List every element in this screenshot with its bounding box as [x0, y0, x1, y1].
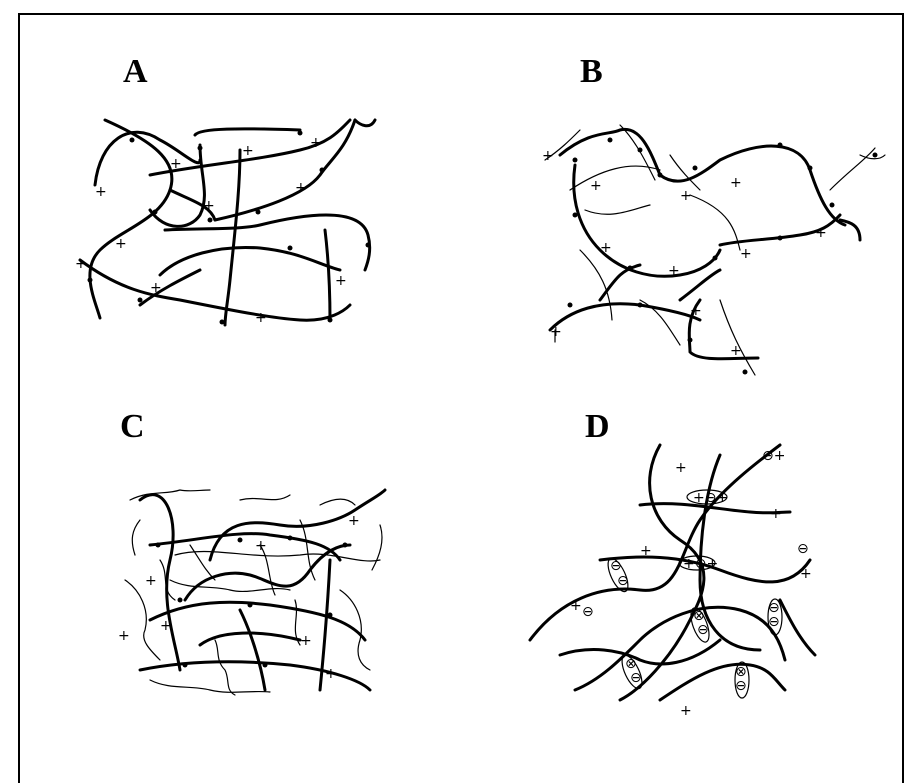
svg-text:+: +: [640, 543, 652, 559]
svg-text:+: +: [542, 148, 554, 164]
svg-text:+: +: [690, 303, 702, 319]
svg-text:⊖: ⊖: [617, 573, 629, 589]
svg-text:+: +: [550, 324, 562, 340]
svg-text:+: +: [255, 310, 267, 326]
svg-text:⊖: ⊖: [582, 604, 594, 620]
network-d: + + + + + + ⊖+ ⊖ ⊖ +⊖+ +⊖+ ⊖ ⊖ ⊗ ⊖ ⊖ ⊖ ⊗…: [530, 445, 815, 719]
svg-text:+: +: [160, 618, 172, 634]
svg-text:⊖: ⊖: [797, 541, 809, 557]
svg-text:+: +: [600, 240, 612, 256]
svg-text:+: +: [730, 343, 742, 359]
svg-text:+⊖+: +⊖+: [683, 556, 718, 572]
svg-text:+: +: [680, 703, 692, 719]
svg-text:+: +: [815, 225, 827, 241]
network-b: + + + + + + + + + + +: [542, 125, 885, 375]
svg-text:+: +: [150, 280, 162, 296]
svg-text:+: +: [800, 566, 812, 582]
network-c: + + + + + + +: [118, 490, 385, 695]
network-a: + + + + + + + + + + +: [75, 120, 375, 326]
svg-text:+: +: [255, 538, 267, 554]
svg-text:+: +: [675, 460, 687, 476]
svg-text:⊖+: ⊖+: [762, 448, 785, 464]
svg-text:+: +: [310, 135, 322, 151]
svg-text:⊖: ⊖: [768, 614, 780, 630]
svg-text:+: +: [325, 666, 337, 682]
svg-text:+: +: [335, 273, 347, 289]
svg-text:+: +: [75, 256, 87, 272]
svg-text:+⊖+: +⊖+: [693, 490, 728, 506]
svg-text:+: +: [95, 184, 107, 200]
svg-text:+: +: [145, 573, 157, 589]
svg-text:+: +: [203, 198, 215, 214]
svg-text:+: +: [590, 178, 602, 194]
svg-text:+: +: [770, 506, 782, 522]
svg-text:+: +: [115, 236, 127, 252]
svg-text:+: +: [118, 628, 130, 644]
svg-text:+: +: [740, 246, 752, 262]
svg-text:+: +: [300, 633, 312, 649]
svg-text:+: +: [295, 180, 307, 196]
svg-text:⊖: ⊖: [697, 622, 709, 638]
svg-text:+: +: [348, 513, 360, 529]
svg-text:+: +: [570, 598, 582, 614]
svg-text:⊖: ⊖: [735, 678, 747, 694]
svg-text:+: +: [668, 263, 680, 279]
svg-text:⊖: ⊖: [630, 670, 642, 686]
svg-text:⊖: ⊖: [610, 558, 622, 574]
svg-text:+: +: [170, 156, 182, 172]
svg-text:+: +: [242, 143, 254, 159]
svg-text:+: +: [730, 175, 742, 191]
svg-text:+: +: [680, 188, 692, 204]
